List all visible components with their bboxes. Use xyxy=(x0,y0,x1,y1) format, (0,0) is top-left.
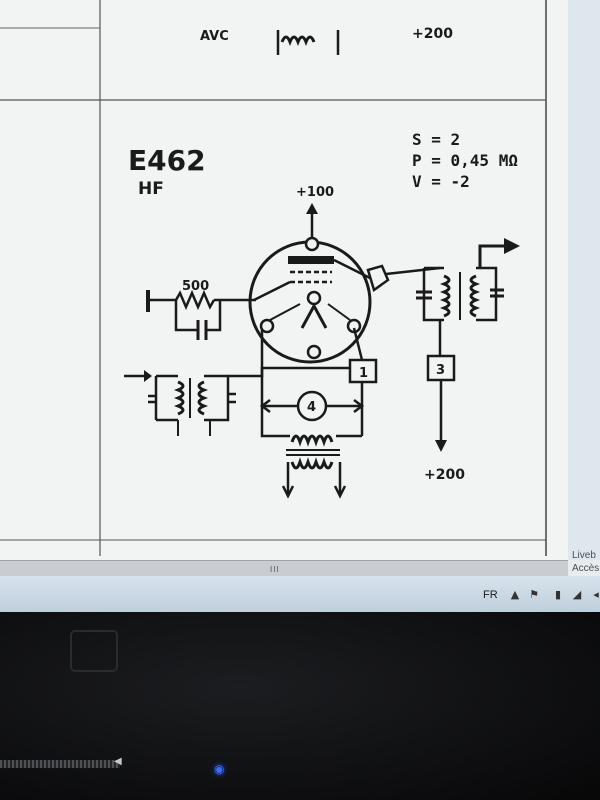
horizontal-scrollbar[interactable]: III xyxy=(0,560,568,577)
battery-icon[interactable]: ▮ xyxy=(554,588,562,601)
chevron-up-icon[interactable]: ▲ xyxy=(510,588,520,601)
side-panel-link-2[interactable]: Accès xyxy=(572,563,600,574)
supply-200-arrow xyxy=(435,440,447,452)
taskbar xyxy=(0,576,600,612)
avc-label: AVC xyxy=(200,29,229,44)
tank-coil-secondary xyxy=(469,274,481,318)
cathode-left-wire xyxy=(260,330,290,438)
top-coil xyxy=(280,35,316,47)
volume-icon[interactable]: ◂ xyxy=(593,588,599,601)
plus100-label: +100 xyxy=(296,185,334,200)
tube-model: E462 xyxy=(128,144,206,177)
grid-lead xyxy=(253,280,291,302)
spec-resistance: P = 0,45 MΩ xyxy=(412,151,518,170)
tube-pin-left xyxy=(259,318,275,334)
arrow-icon: ◀ xyxy=(114,756,122,767)
spec-slope: S = 2 xyxy=(412,130,460,149)
tube-type: HF xyxy=(138,179,164,199)
speaker-grille xyxy=(0,760,120,768)
box-3-label: 3 xyxy=(436,363,445,378)
side-panel-link-1[interactable]: Liveb xyxy=(572,550,596,561)
tank-left-leads xyxy=(422,266,444,322)
heater-lead-left xyxy=(269,303,301,321)
dimension-4-arrow-right xyxy=(353,399,365,413)
tube-pin-bottom xyxy=(306,344,322,360)
bottom-transformer-primary xyxy=(290,434,334,447)
heater-lead-right xyxy=(327,303,351,321)
monitor-screen: AVC +200 E462 HF S = 2 P = 0,45 MΩ V = -… xyxy=(0,0,600,612)
document-view: AVC +200 E462 HF S = 2 P = 0,45 MΩ V = -… xyxy=(0,0,547,556)
input-transformer-leads xyxy=(156,374,178,422)
circle-4-label: 4 xyxy=(307,400,316,415)
plus100-arrow xyxy=(306,203,318,214)
schematic-page: AVC +200 E462 HF S = 2 P = 0,45 MΩ V = -… xyxy=(0,0,547,556)
output-wire xyxy=(478,244,508,268)
monitor-bezel xyxy=(0,612,600,800)
input-to-cathode-wire xyxy=(228,366,360,378)
resistor-500 xyxy=(174,289,216,311)
tube-top-cap xyxy=(366,264,390,293)
resistor-500-label: 500 xyxy=(182,279,209,294)
input-transformer-primary xyxy=(173,380,185,416)
tube-pin-top xyxy=(304,236,320,252)
box-1-label: 1 xyxy=(359,366,368,381)
bottom-transformer-secondary xyxy=(290,457,334,470)
box-1-lead xyxy=(352,327,364,361)
wifi-led-icon: ◉ xyxy=(214,762,225,776)
output-arrow xyxy=(504,238,520,254)
tube-pin-center xyxy=(306,290,322,306)
input-capacitor-right xyxy=(204,374,236,422)
scrollbar-grip[interactable]: III xyxy=(270,565,280,574)
tube-heater xyxy=(300,302,328,329)
brand-logo-icon xyxy=(70,630,118,672)
tank-coil-primary xyxy=(439,274,451,318)
input-capacitor-left xyxy=(148,376,158,420)
flag-icon[interactable]: ⚑ xyxy=(529,588,539,601)
bypass-capacitor-wires xyxy=(174,300,222,332)
input-transformer-secondary xyxy=(197,380,209,416)
bottom-transformer-arrow-right xyxy=(333,485,347,499)
network-icon[interactable]: ◢ xyxy=(572,588,582,601)
input-arrow xyxy=(144,370,152,382)
spec-bias: V = -2 xyxy=(412,172,470,191)
supply-200-label: +200 xyxy=(424,467,465,483)
circle-4 xyxy=(296,390,328,422)
tank-right-leads xyxy=(476,266,498,322)
top-supply-label: +200 xyxy=(412,26,453,42)
language-indicator[interactable]: FR xyxy=(483,589,498,601)
side-panel xyxy=(568,0,600,560)
tube-anode xyxy=(288,256,334,264)
anode-lead xyxy=(333,258,371,280)
bottom-transformer-arrow-left xyxy=(281,485,295,499)
